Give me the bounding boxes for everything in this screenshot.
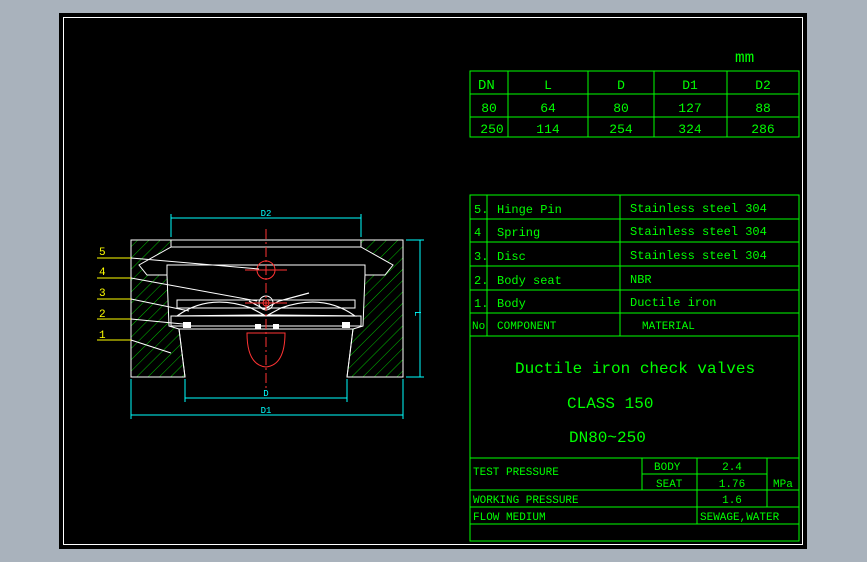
dim-header-d: D [617, 78, 625, 93]
dim-header-d1: D1 [682, 78, 698, 93]
dim-row1-d2: 88 [755, 101, 771, 116]
working-pressure-label: WORKING PRESSURE [473, 495, 579, 507]
part1-component: Body [497, 297, 526, 311]
working-pressure-value: 1.6 [722, 495, 742, 507]
dim-row2-d: 254 [609, 122, 633, 137]
dim-row2-dn: 250 [480, 122, 503, 137]
callout-leaders: 5 4 3 2 1 [97, 247, 260, 354]
body-label: BODY [654, 462, 681, 474]
part4-component: Spring [497, 226, 540, 240]
drawing-frame: mm DN L D D1 D2 80 64 80 127 88 250 114 … [59, 13, 807, 549]
part2-component: Body seat [497, 274, 562, 288]
dim-header-dn: DN [478, 78, 495, 94]
dim-row2-l: 114 [536, 122, 560, 137]
dim-row2-d1: 324 [678, 122, 702, 137]
dim-header-l: L [544, 78, 552, 93]
callout-2: 2 [99, 309, 106, 321]
dim-row1-d1: 127 [678, 101, 701, 116]
parts-header-no: No [472, 321, 485, 333]
flow-medium-value: SEWAGE,WATER [700, 512, 780, 524]
dim-row1-d: 80 [613, 101, 629, 116]
flow-medium-label: FLOW MEDIUM [473, 512, 546, 524]
parts-table: 5. Hinge Pin Stainless steel 304 4 Sprin… [469, 194, 800, 542]
part2-material: NBR [630, 273, 652, 287]
body-value: 2.4 [722, 462, 742, 474]
size-range: DN80~250 [569, 429, 646, 447]
part4-material: Stainless steel 304 [630, 225, 767, 239]
l-label: L [412, 311, 422, 316]
pressure-class: CLASS 150 [567, 395, 653, 413]
seat-ring-right [342, 322, 350, 328]
d1-label: D1 [261, 406, 272, 416]
seat-label: SEAT [656, 479, 683, 491]
d-label: D [263, 389, 268, 399]
pressure-block: TEST PRESSURE BODY 2.4 SEAT 1.76 MPa WOR… [470, 457, 799, 525]
dim-row2-d2: 286 [751, 122, 774, 137]
valve-section-drawing: D2 D D1 L [97, 209, 424, 419]
callout-4: 4 [99, 267, 106, 279]
disc-right [265, 301, 357, 317]
part4-no: 4 [474, 226, 481, 240]
drawing-border [63, 17, 803, 545]
callout-1: 1 [99, 330, 106, 342]
title-block: Ductile iron check valves CLASS 150 DN80… [515, 360, 755, 447]
d-dimension: D [184, 379, 348, 402]
part2-no: 2. [474, 274, 488, 288]
spring [248, 292, 310, 310]
drawing-title: Ductile iron check valves [515, 360, 755, 378]
part3-material: Stainless steel 304 [630, 249, 767, 263]
d2-dimension: D2 [170, 209, 362, 237]
callout-3: 3 [99, 288, 106, 300]
part1-no: 1. [474, 297, 488, 311]
dimension-table: DN L D D1 D2 80 64 80 127 88 250 114 254… [469, 70, 800, 138]
d2-label: D2 [261, 209, 272, 219]
parts-header-component: COMPONENT [497, 321, 557, 333]
part3-no: 3. [474, 250, 488, 264]
callout-5: 5 [99, 247, 106, 259]
seat-value: 1.76 [719, 479, 745, 491]
dim-row1-dn: 80 [481, 101, 497, 116]
test-pressure-label: TEST PRESSURE [473, 467, 559, 479]
part5-no: 5. [474, 203, 488, 217]
mpa-unit: MPa [773, 479, 793, 491]
seat-ring-left [183, 322, 191, 328]
part5-material: Stainless steel 304 [630, 202, 767, 216]
dim-row1-l: 64 [540, 101, 556, 116]
l-dimension: L [406, 239, 424, 378]
flow-plug [246, 332, 286, 368]
cad-sheet: mm DN L D D1 D2 80 64 80 127 88 250 114 … [97, 49, 800, 542]
part1-material: Ductile iron [630, 296, 716, 310]
part3-component: Disc [497, 250, 526, 264]
part5-component: Hinge Pin [497, 203, 562, 217]
d1-dimension: D1 [130, 379, 404, 419]
unit-label: mm [735, 49, 754, 67]
dim-header-d2: D2 [755, 78, 771, 93]
parts-header-material: MATERIAL [642, 321, 695, 333]
